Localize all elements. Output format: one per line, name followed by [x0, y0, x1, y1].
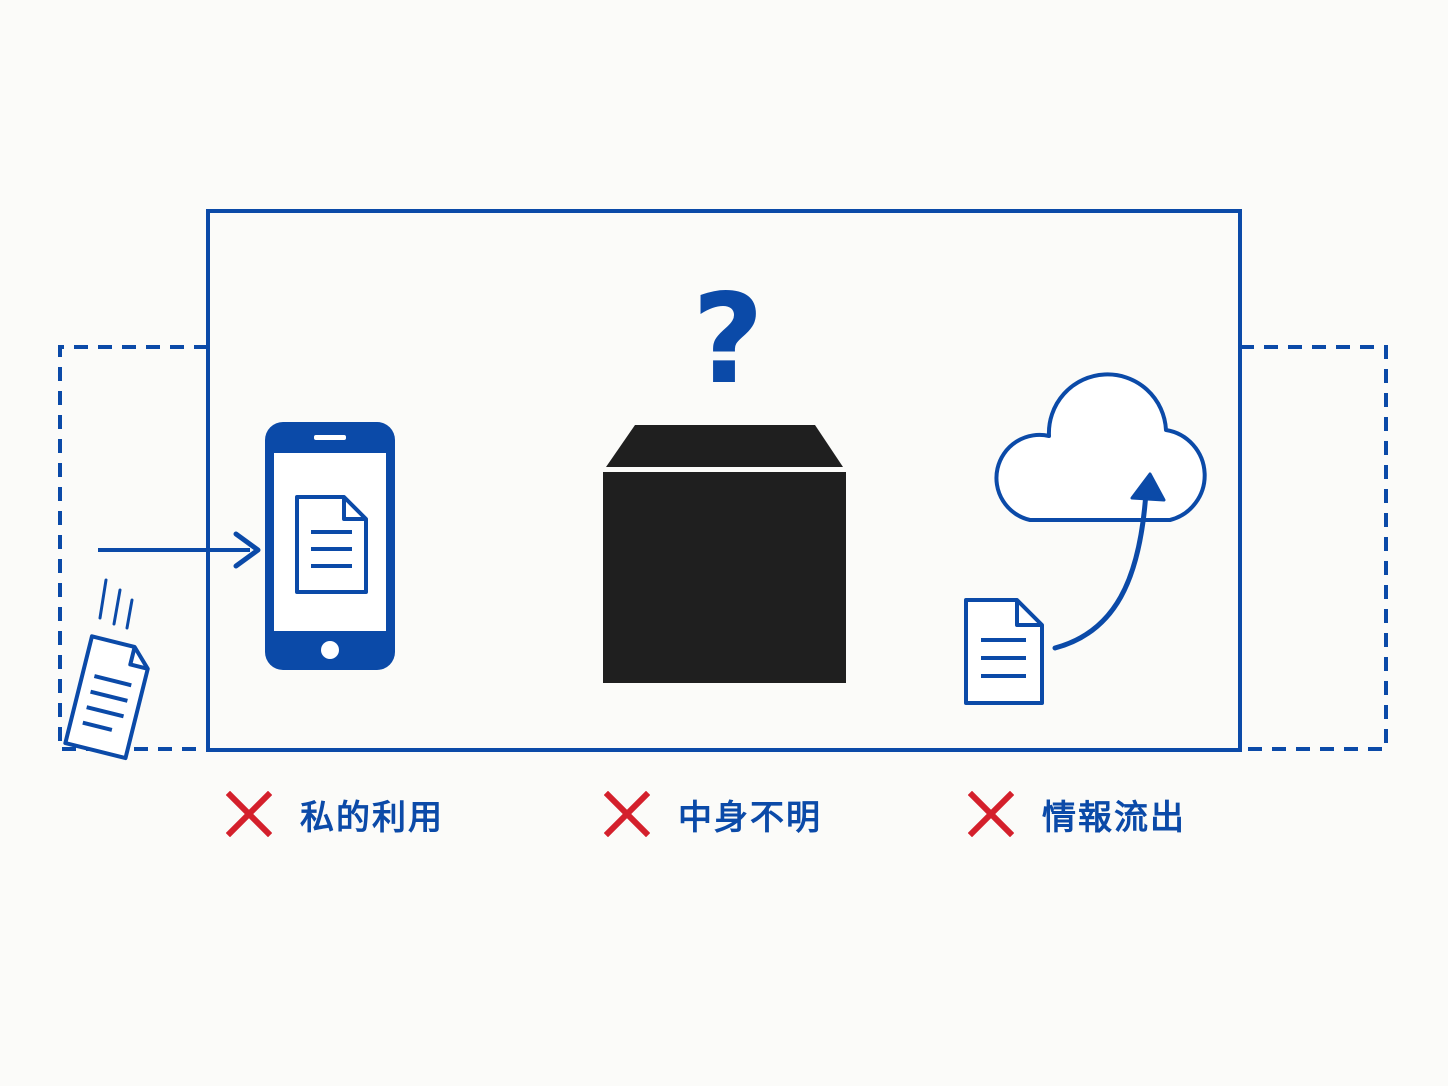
main-frame: [206, 209, 1242, 752]
label-information-leak-text: 情報流出: [1042, 797, 1186, 838]
document-icon: [964, 598, 1044, 705]
label-contents-unknown: 中身不明: [604, 788, 822, 840]
arrow-right-icon: [98, 531, 261, 569]
dashed-boundary-right: [1240, 345, 1388, 751]
motion-lines-icon: [98, 578, 134, 630]
label-information-leak: 情報流出: [968, 788, 1186, 840]
smartphone-icon: [265, 422, 395, 670]
label-private-use-text: 私的利用: [300, 797, 444, 838]
upload-arrow-icon: [1052, 472, 1166, 651]
label-private-use: 私的利用: [226, 788, 444, 840]
cross-icon: [226, 791, 272, 837]
dashed-boundary-left: [58, 345, 208, 751]
dashed-boundary: [58, 345, 1388, 751]
falling-document-icon: [63, 634, 150, 761]
label-contents-unknown-text: 中身不明: [678, 797, 822, 838]
document-icon: [295, 495, 368, 594]
black-box-icon: [603, 425, 846, 683]
cross-icon: [968, 791, 1014, 837]
question-mark-icon: ?: [692, 268, 764, 412]
cloud-icon: [994, 372, 1207, 522]
cross-icon: [604, 791, 650, 837]
